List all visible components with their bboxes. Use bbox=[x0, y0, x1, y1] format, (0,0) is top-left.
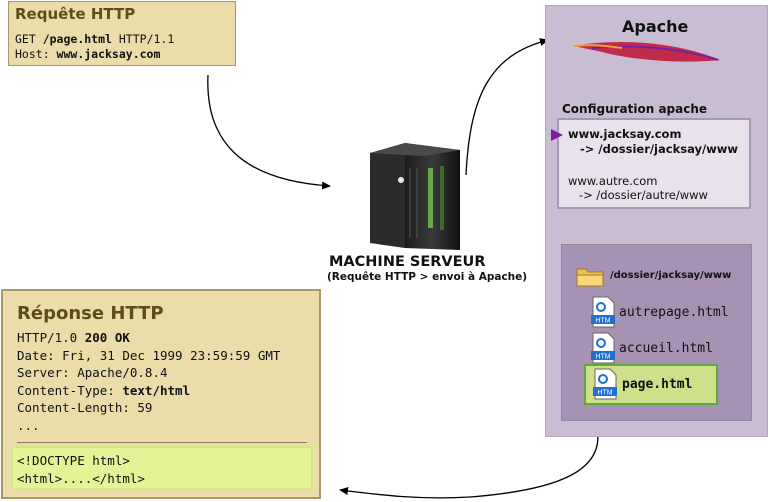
response-date-header: Date: Fri, 31 Dec 1999 23:59:59 GMT bbox=[17, 348, 281, 363]
html-file-icon: HTM bbox=[591, 332, 615, 364]
config-title: Configuration apache bbox=[562, 102, 708, 116]
file-name-selected: page.html bbox=[622, 377, 693, 392]
active-vhost-pointer-icon bbox=[551, 129, 563, 141]
apache-title: Apache bbox=[622, 17, 689, 36]
vhost-target: -> /dossier/autre/www bbox=[568, 188, 708, 202]
http-response-title: Réponse HTTP bbox=[17, 303, 164, 324]
file-name: accueil.html bbox=[619, 341, 713, 356]
config-box bbox=[557, 118, 751, 209]
vhost-host: www.jacksay.com bbox=[568, 127, 682, 141]
response-body-line: <!DOCTYPE html> bbox=[17, 453, 130, 468]
arrow-server-to-apache bbox=[465, 38, 549, 176]
folder-icon bbox=[576, 268, 604, 287]
apache-feather-icon bbox=[573, 42, 720, 62]
http-request-title: Requête HTTP bbox=[15, 5, 136, 23]
arrow-request-to-server bbox=[207, 74, 331, 190]
html-file-icon: HTM bbox=[593, 368, 617, 400]
response-body-line: <html>....</html> bbox=[17, 471, 145, 486]
http-request-box bbox=[8, 1, 236, 66]
server-icon bbox=[370, 143, 460, 250]
svg-text:HTM: HTM bbox=[595, 354, 610, 361]
directory-label: /dossier/jacksay/www bbox=[610, 270, 732, 281]
response-content-type-header: Content-Type: text/html bbox=[17, 383, 191, 398]
response-ellipsis: ... bbox=[17, 418, 40, 433]
response-body-box bbox=[11, 446, 313, 490]
server-title: MACHINE SERVEUR bbox=[329, 254, 486, 270]
html-file-icon: HTM bbox=[591, 296, 615, 328]
response-status-line: HTTP/1.0 200 OK bbox=[17, 330, 130, 345]
svg-text:HTM: HTM bbox=[595, 318, 610, 325]
vhost-target: -> /dossier/jacksay/www bbox=[568, 142, 739, 156]
request-line: GET /page.html HTTP/1.1 bbox=[15, 32, 175, 46]
request-host-line: Host: www.jacksay.com bbox=[15, 47, 161, 61]
arrow-apache-to-response bbox=[339, 427, 599, 499]
response-content-length-header: Content-Length: 59 bbox=[17, 400, 153, 415]
svg-text:HTM: HTM bbox=[597, 390, 612, 397]
response-server-header: Server: Apache/0.8.4 bbox=[17, 365, 168, 380]
server-subtitle: (Requête HTTP > envoi à Apache) bbox=[327, 271, 528, 283]
file-name: autrepage.html bbox=[619, 305, 729, 320]
response-separator bbox=[17, 442, 307, 443]
vhost-host: www.autre.com bbox=[568, 174, 658, 188]
